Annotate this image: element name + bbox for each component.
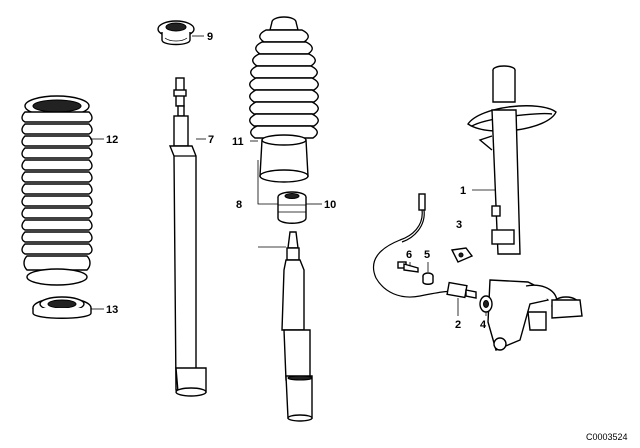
label-9: 9 [207, 31, 213, 43]
label-7: 7 [208, 134, 214, 146]
label-3: 3 [456, 219, 462, 231]
bump-stop-10 [277, 191, 307, 224]
label-1: 1 [460, 185, 466, 197]
bellows-12-folds [21, 111, 93, 271]
nut-9 [157, 20, 195, 46]
bellows-11 [249, 16, 319, 183]
piston-rod [281, 231, 313, 422]
shock-absorber-7 [168, 77, 207, 397]
ring-13 [32, 296, 92, 319]
label-2: 2 [455, 319, 461, 331]
diagram-code: C0003524 [586, 432, 628, 442]
label-4: 4 [480, 319, 487, 331]
leader-8 [257, 160, 278, 205]
bellows-11-folds [249, 29, 319, 139]
bellows-12 [21, 95, 93, 286]
label-5: 5 [424, 249, 430, 261]
label-10: 10 [324, 199, 336, 211]
bolt-5 [422, 272, 434, 285]
bolt-6 [397, 261, 419, 273]
label-11: 11 [232, 136, 244, 148]
label-8: 8 [236, 199, 242, 211]
connector-3 [450, 247, 474, 263]
label-13: 13 [106, 304, 118, 316]
label-12: 12 [106, 134, 118, 146]
strut-housing-1 [467, 65, 583, 351]
sensor-cable-2 [372, 193, 477, 299]
label-6: 6 [406, 249, 412, 261]
washer-4 [479, 295, 493, 313]
